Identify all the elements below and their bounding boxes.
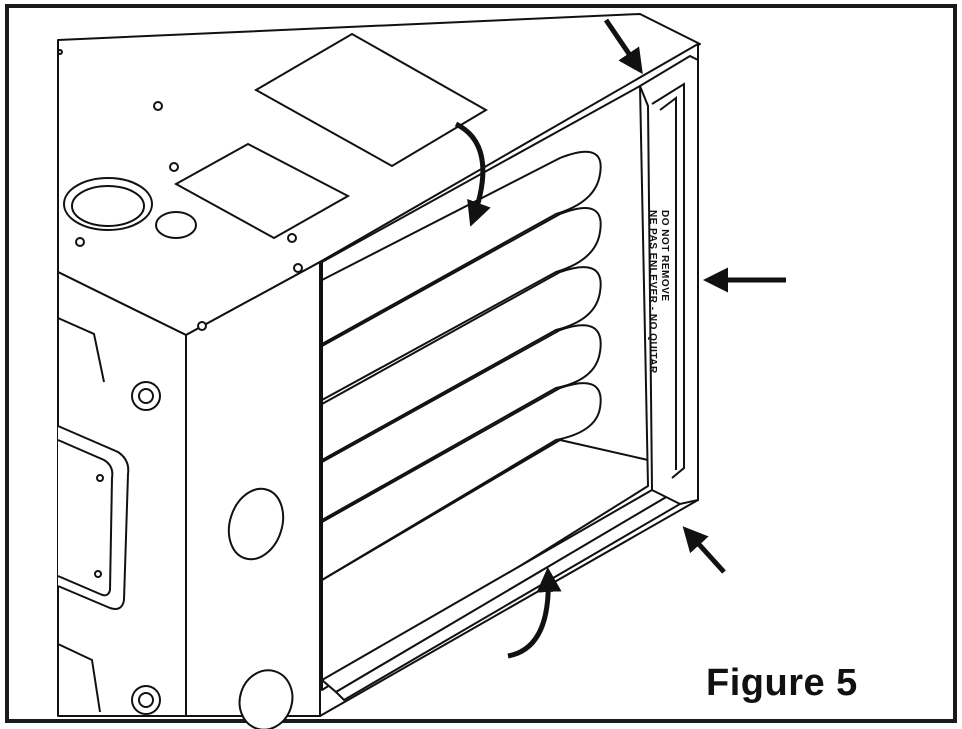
figure-frame bbox=[5, 4, 957, 723]
front-frame-left bbox=[185, 261, 321, 717]
right-rail bbox=[638, 54, 699, 506]
coil-opening bbox=[321, 85, 649, 691]
top-access-panel-1 bbox=[253, 32, 488, 168]
side-access-door bbox=[57, 425, 130, 610]
top-screws bbox=[57, 49, 303, 331]
warning-label-line-1: DO NOT REMOVE bbox=[659, 210, 670, 302]
top-right-corner-arrow bbox=[603, 18, 643, 75]
bottom-right-corner-arrow bbox=[682, 526, 726, 574]
bottom-curved-rotate-arrow bbox=[507, 567, 562, 659]
top-access-panel-2 bbox=[173, 142, 351, 240]
top-round-port bbox=[63, 177, 197, 239]
heating-coils bbox=[321, 150, 649, 581]
front-knockouts bbox=[227, 487, 294, 729]
top-curved-rotate-arrow bbox=[454, 121, 491, 227]
figure-caption: Figure 5 bbox=[706, 662, 858, 704]
side-grommets bbox=[131, 381, 161, 715]
warning-label-line-2: NE PAS ENLEVER - NO QUITAR bbox=[647, 210, 658, 374]
side-panel-details bbox=[57, 317, 105, 713]
